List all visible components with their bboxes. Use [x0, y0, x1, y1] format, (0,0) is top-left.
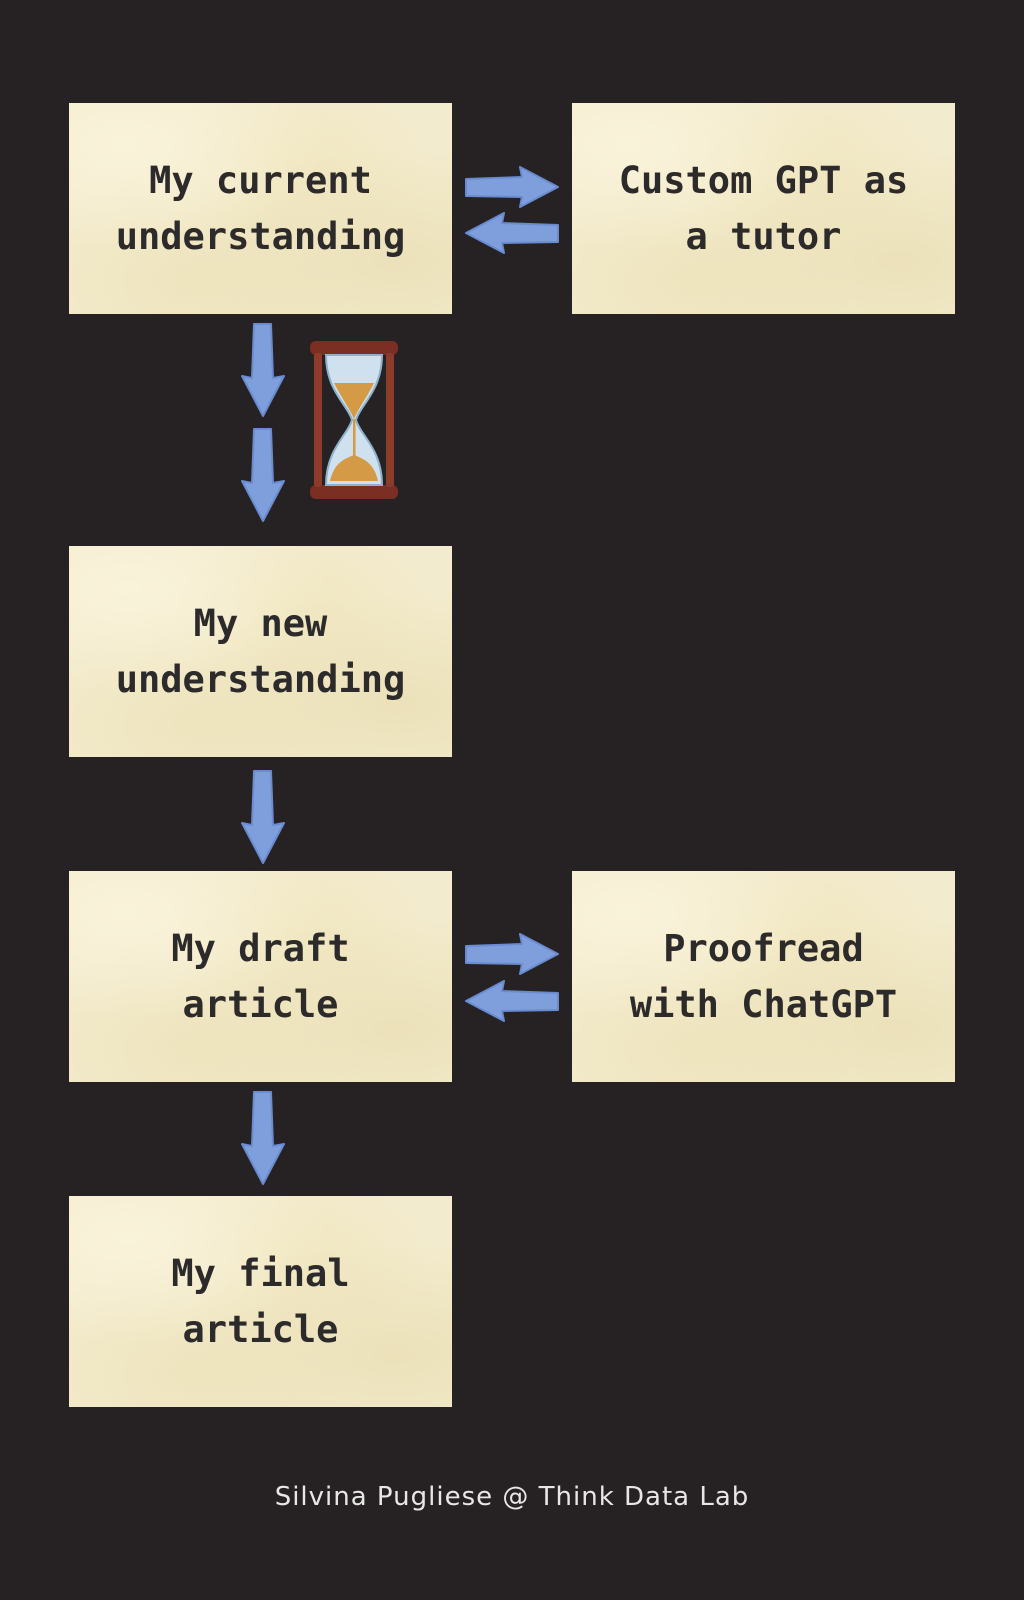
arrow-down-icon [240, 769, 286, 865]
arrow-right-icon [464, 932, 560, 978]
box-custom-gpt-tutor: Custom GPT as a tutor [572, 103, 955, 314]
box-new-understanding: My new understanding [69, 546, 452, 757]
arrow-down-icon [240, 1090, 286, 1186]
box-final-article: My final article [69, 1196, 452, 1407]
arrow-left-icon [464, 979, 560, 1025]
box-custom-gpt-tutor-label: Custom GPT as a tutor [609, 153, 919, 265]
box-draft-article: My draft article [69, 871, 452, 1082]
box-proofread-chatgpt-label: Proofread with ChatGPT [620, 921, 907, 1033]
box-current-understanding-label: My current understanding [106, 153, 416, 265]
box-current-understanding: My current understanding [69, 103, 452, 314]
box-final-article-label: My final article [161, 1246, 359, 1358]
footer-credit: Silvina Pugliese @ Think Data Lab [0, 1482, 1024, 1512]
arrow-left-icon [464, 211, 560, 257]
arrow-down-icon [240, 322, 286, 418]
box-proofread-chatgpt: Proofread with ChatGPT [572, 871, 955, 1082]
hourglass-icon [308, 339, 400, 501]
box-new-understanding-label: My new understanding [106, 596, 416, 708]
arrow-right-icon [464, 165, 560, 211]
arrow-down-icon [240, 427, 286, 523]
box-draft-article-label: My draft article [161, 921, 359, 1033]
